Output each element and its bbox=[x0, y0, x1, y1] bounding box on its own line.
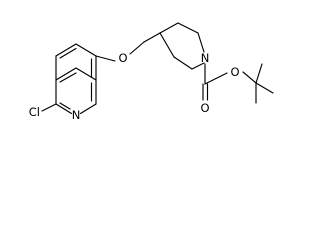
piperidine-ring bbox=[159, 22, 205, 70]
c-cl-bond bbox=[41, 103, 57, 112]
chlorine-atom-label: Cl bbox=[29, 105, 40, 119]
boc-carbamate bbox=[202, 63, 274, 104]
isoquinoline-pyridine-ring bbox=[55, 67, 97, 115]
piperidine-nitrogen-label: N bbox=[201, 51, 210, 65]
carbonyl-oxygen-label: O bbox=[200, 101, 209, 115]
ester-oxygen-label: O bbox=[230, 65, 239, 79]
isoquinoline-nitrogen-label: N bbox=[72, 108, 81, 122]
chemical-structure-diagram: Cl N O N O O bbox=[29, 22, 274, 122]
ether-linker bbox=[95, 32, 161, 62]
isoquinoline-benzo-ring bbox=[55, 43, 97, 81]
ether-oxygen-label: O bbox=[118, 51, 127, 65]
